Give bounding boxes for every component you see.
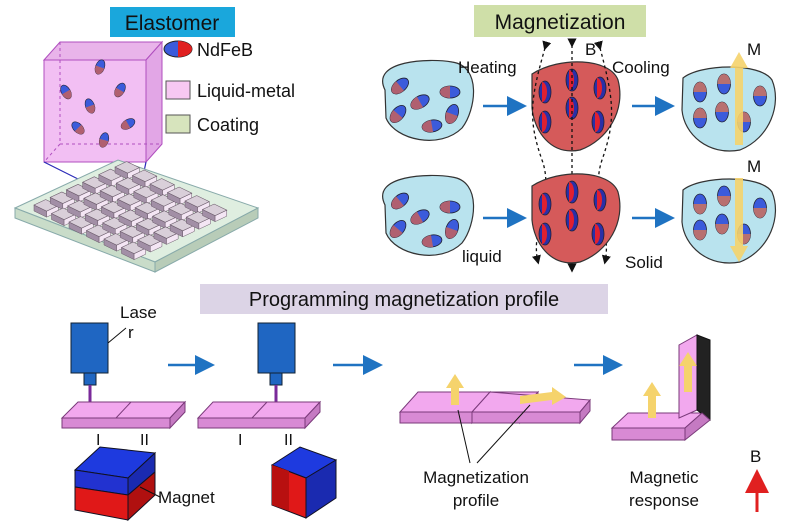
laser-step-1 [70,322,127,420]
programming-panel: Programming magnetization profile Lase r… [60,284,769,522]
hot-blob-row1 [531,61,621,152]
response-label-2: response [629,491,699,510]
segment-II-1: II [140,432,149,449]
substrate-tile [201,203,228,216]
substrate-tile [149,178,175,191]
field-label-B: B [585,40,596,59]
profile-label-1: Magnetization [423,468,529,487]
profile-label-2: profile [453,491,499,510]
moment-label-bottom: M [747,157,761,176]
response-label-1: Magnetic [630,468,699,487]
liquid-metal-cube [42,40,164,164]
profile-arrow-right [520,387,566,405]
legend-coating-label: Coating [197,115,259,135]
laser-label-1: Lase [120,303,157,322]
liquid-label: liquid [462,247,502,266]
cooling-label: Cooling [612,58,670,77]
magnet-label: Magnet [158,488,215,507]
moment-label-top: M [747,40,761,59]
legend-ndfeb-label: NdFeB [197,40,253,60]
hot-blob-row2 [531,173,621,264]
programming-title-box [200,284,608,314]
substrate-tile [166,186,193,199]
field-label-B-bottom: B [750,447,761,466]
moment-arrow-up [730,52,748,145]
elastomer-title: Elastomer [125,12,220,35]
laser-head-1 [70,322,109,374]
cold-blob-row1-end [681,52,776,152]
profile-slab [398,374,592,425]
laser-nozzle-1 [83,372,97,386]
slab-step-1 [60,400,187,430]
elastomer-substrate [13,159,260,273]
elastomer-legend: NdFeB Liquid-metal Coating [163,40,295,135]
laser-nozzle-2 [269,372,283,386]
laser-head-2 [257,322,296,374]
ndfeb-icon [163,40,193,58]
magnetization-title-box [474,5,646,37]
cold-blob-row1-start [382,59,475,141]
magnet-cube-2 [270,446,338,519]
moment-arrow-down [730,178,748,262]
legend-liquid-metal-label: Liquid-metal [197,81,295,101]
response-slab [610,334,711,442]
response-arrow-up-1 [643,382,661,418]
slab-step-2 [196,400,322,430]
segment-II-2: II [284,432,293,449]
segment-I-2: I [238,432,242,449]
substrate-tile [131,169,158,182]
profile-arrow-up [446,374,464,405]
substrate-tile [184,195,210,208]
solid-label: Solid [625,253,663,272]
cold-blob-row2-end [681,178,776,264]
programming-title: Programming magnetization profile [249,289,559,311]
elastomer-title-box [110,7,235,37]
elastomer-panel: Elastomer [13,7,295,273]
heating-label: Heating [458,58,517,77]
laser-label-2: r [128,323,134,342]
response-arrow-up-2 [679,352,697,392]
coating-swatch-icon [165,114,191,134]
liquid-metal-swatch-icon [165,80,191,100]
magnetization-title: Magnetization [495,11,626,34]
segment-I-1: I [96,432,100,449]
cold-blob-row2-start [382,174,475,256]
substrate-tile [114,161,140,174]
tile-grid [33,161,228,261]
magnetization-panel: Magnetization B Heating [382,5,776,273]
magnet-cube-1 [73,446,157,522]
